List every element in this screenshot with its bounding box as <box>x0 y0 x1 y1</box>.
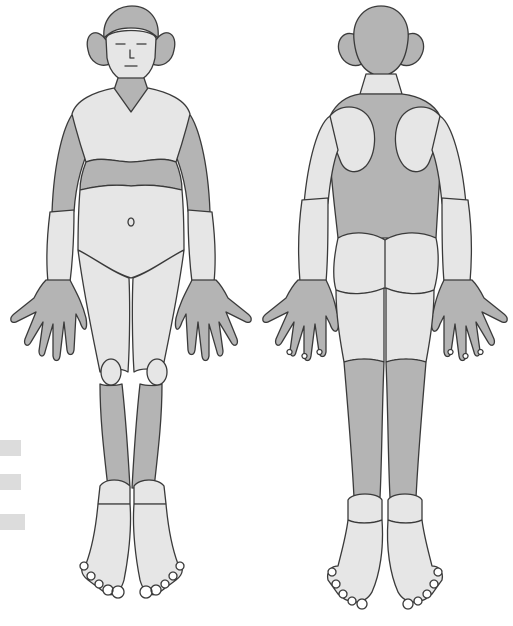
front-foot-left <box>82 504 131 595</box>
front-foot-right <box>133 504 182 595</box>
back-forearm-left <box>299 198 328 282</box>
back-foot-left <box>328 520 383 602</box>
back-heel-left <box>348 494 382 523</box>
front-forearm-right <box>188 210 215 282</box>
front-view <box>11 6 251 598</box>
back-forearm-right <box>442 198 471 282</box>
back-calf-right <box>386 359 426 498</box>
front-hand-right <box>175 280 251 361</box>
front-knee-left <box>101 359 121 385</box>
front-knee-right <box>147 359 167 385</box>
back-hand-right <box>432 280 508 361</box>
front-shin-left <box>100 384 130 488</box>
front-hand-left <box>11 280 87 361</box>
legend-swatch-3 <box>0 514 25 530</box>
back-neck <box>360 74 402 94</box>
front-face <box>106 31 156 83</box>
back-hand-left <box>263 280 339 361</box>
front-forearm-left <box>47 210 74 282</box>
back-calf-left <box>344 359 384 498</box>
front-navel <box>128 218 134 226</box>
back-thigh-left <box>336 288 384 362</box>
back-head <box>354 6 408 76</box>
back-view <box>263 6 507 609</box>
back-heel-right <box>388 494 422 523</box>
legend-swatch-1 <box>0 440 21 456</box>
back-buttocks <box>334 233 438 294</box>
front-ankle-left <box>98 480 130 504</box>
back-thigh-right <box>386 288 434 362</box>
back-foot-right <box>387 520 442 602</box>
back-fingernails <box>287 350 483 359</box>
legend-swatch-2 <box>0 474 21 490</box>
front-ankle-right <box>134 480 166 504</box>
front-shin-right <box>132 384 162 488</box>
